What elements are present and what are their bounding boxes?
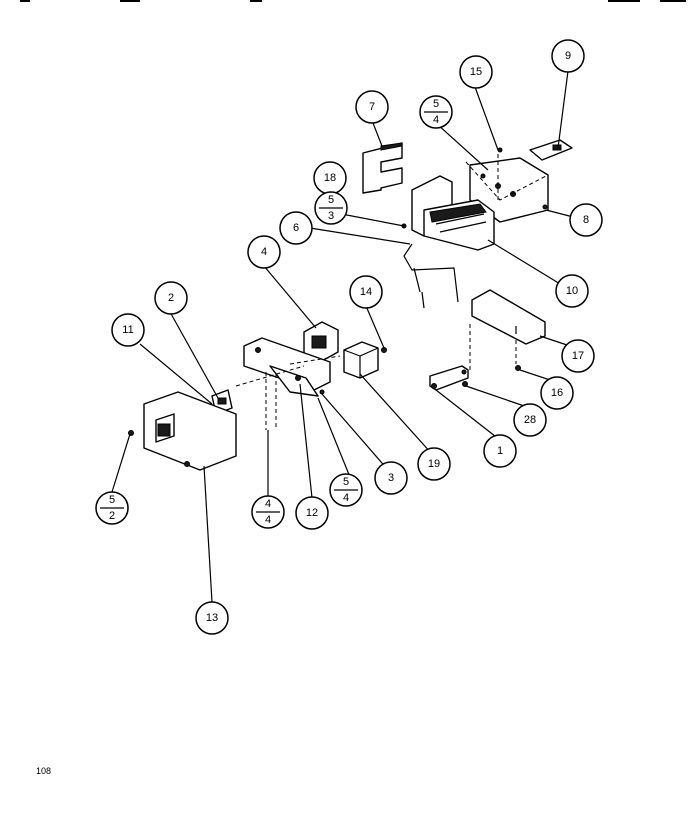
svg-text:19: 19 [428,458,440,470]
part-10-ice-maker [411,175,495,251]
callout-17: 17 [561,339,595,373]
svg-text:11: 11 [122,324,133,336]
svg-text:5: 5 [109,494,115,506]
svg-text:17: 17 [572,350,584,362]
callout-9: 9 [551,39,585,73]
part-17-bracket [471,289,546,345]
svg-text:5: 5 [343,476,349,488]
callout-18: 18 [313,161,347,195]
svg-text:15: 15 [470,66,482,78]
svg-text:6: 6 [293,222,299,234]
callout-5-4-bottom: 5 4 [329,473,363,507]
svg-text:5: 5 [433,98,439,110]
svg-text:2: 2 [168,292,174,304]
callout-5-2: 5 2 [95,491,129,525]
callout-16: 16 [540,376,574,410]
part-1-switch [429,365,469,391]
part-9-bracket [529,139,573,161]
callout-5-4-top: 5 4 [419,95,453,129]
svg-text:4: 4 [343,492,349,504]
part-7-bracket [362,142,403,194]
svg-text:28: 28 [524,414,536,426]
svg-text:5: 5 [328,194,334,206]
callout-13: 13 [195,601,229,635]
svg-text:16: 16 [551,387,563,399]
svg-text:2: 2 [109,510,115,522]
callout-14: 14 [349,275,383,309]
callout-1: 1 [483,434,517,468]
callout-7: 7 [355,90,389,124]
callout-4-4: 4 4 [251,495,285,529]
part-13-cover [143,391,237,471]
svg-text:3: 3 [388,472,394,484]
callout-11: 11 [111,313,145,347]
page-number: 108 [36,766,52,776]
svg-text:12: 12 [306,507,318,519]
svg-text:10: 10 [566,285,578,297]
svg-text:4: 4 [433,114,439,126]
part-19-solenoid [343,341,379,379]
svg-text:13: 13 [206,612,218,624]
svg-text:3: 3 [328,210,334,222]
svg-text:4: 4 [265,498,271,510]
callout-12: 12 [295,496,329,530]
part-8-mounting-plate [469,157,549,223]
svg-text:9: 9 [565,50,571,62]
svg-text:1: 1 [497,445,503,457]
callout-6: 6 [279,211,313,245]
svg-text:14: 14 [360,286,372,298]
svg-text:4: 4 [261,246,267,258]
callout-5-3: 5 3 [314,191,348,225]
part-6-shutoff-arm [403,243,459,309]
callout-2: 2 [154,281,188,315]
callout-15: 15 [459,55,493,89]
callout-19: 19 [417,447,451,481]
callout-8: 8 [569,203,603,237]
svg-text:4: 4 [265,514,271,526]
callout-28: 28 [513,403,547,437]
callout-4: 4 [247,235,281,269]
svg-text:8: 8 [583,214,589,226]
svg-text:7: 7 [369,101,375,113]
svg-text:18: 18 [324,172,336,184]
part-12-bracket [243,337,331,397]
callout-10: 10 [555,274,589,308]
callout-3: 3 [374,461,408,495]
alignment-lines [235,154,547,430]
